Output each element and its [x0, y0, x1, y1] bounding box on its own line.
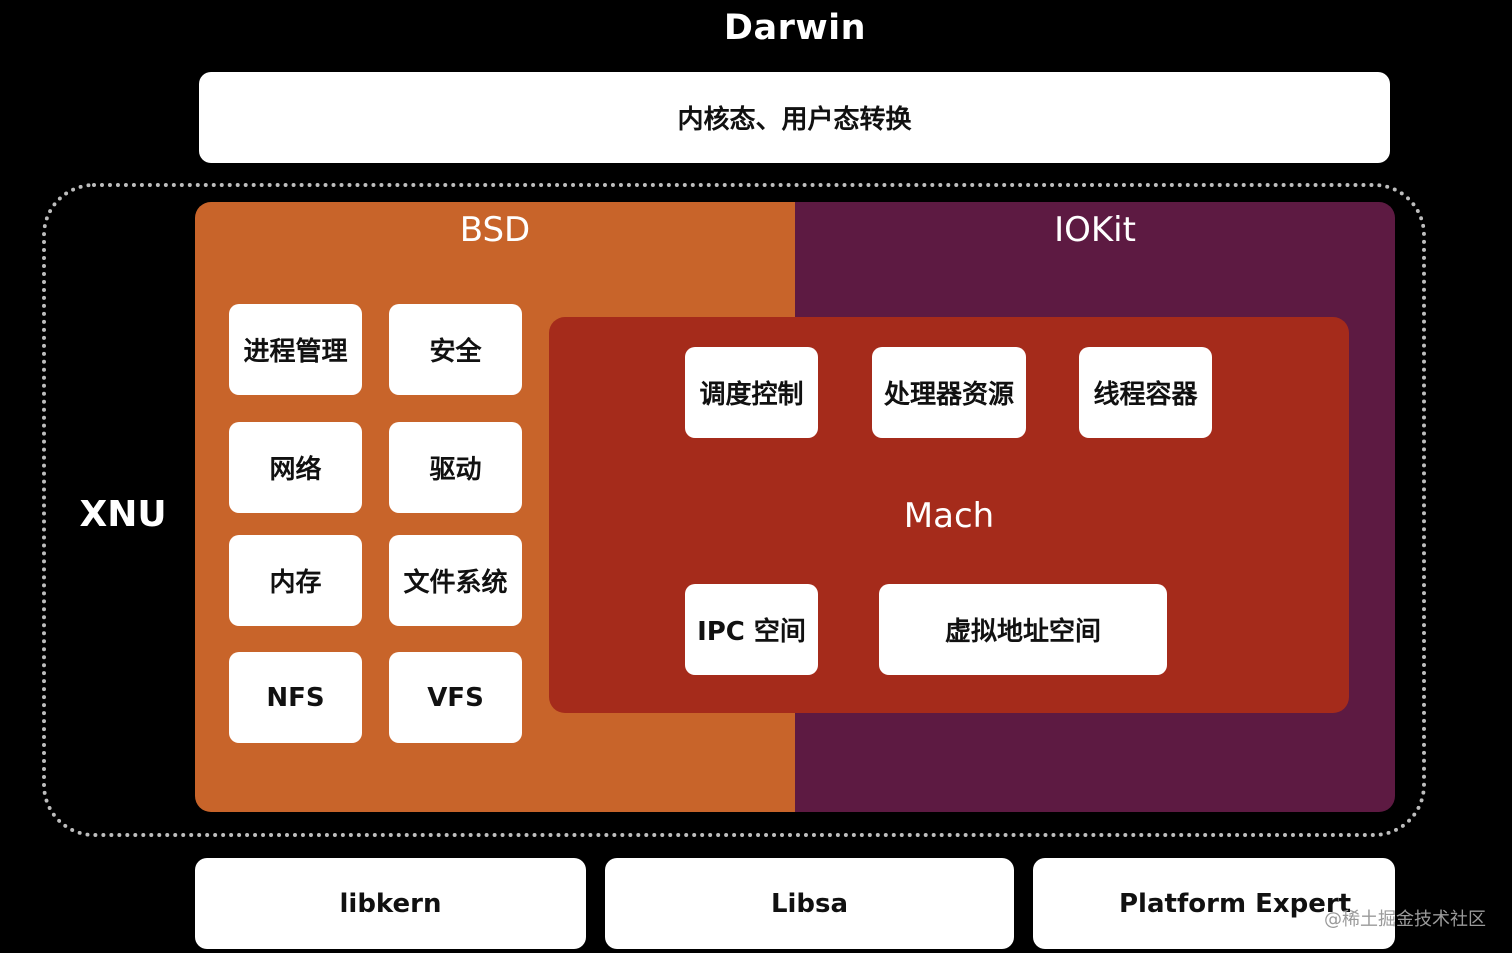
iokit-title: IOKit — [1054, 210, 1136, 250]
bsd-item-driver: 驱动 — [389, 422, 522, 513]
mach-item-processor-resources: 处理器资源 — [872, 347, 1026, 438]
xnu-label: XNU — [79, 494, 167, 535]
bsd-item-network: 网络 — [229, 422, 362, 513]
bsd-item-process-management: 进程管理 — [229, 304, 362, 395]
diagram-title: Darwin — [723, 8, 867, 48]
mach-item-ipc-space: IPC 空间 — [685, 584, 818, 675]
bsd-item-memory: 内存 — [229, 535, 362, 626]
library-libsa: Libsa — [605, 858, 1014, 949]
bsd-title: BSD — [459, 210, 531, 250]
mode-switch-bar: 内核态、用户态转换 — [199, 72, 1390, 163]
bsd-item-vfs: VFS — [389, 652, 522, 743]
bsd-item-nfs: NFS — [229, 652, 362, 743]
mach-label: Mach — [903, 496, 995, 536]
library-platform-expert: Platform Expert — [1033, 858, 1395, 949]
mach-item-virtual-address-space: 虚拟地址空间 — [879, 584, 1167, 675]
mach-item-thread-container: 线程容器 — [1079, 347, 1212, 438]
bsd-item-security: 安全 — [389, 304, 522, 395]
mach-item-scheduling: 调度控制 — [685, 347, 818, 438]
watermark: @稀土掘金技术社区 — [1324, 909, 1486, 930]
bsd-item-file-system: 文件系统 — [389, 535, 522, 626]
library-libkern: libkern — [195, 858, 586, 949]
xnu-boundary — [42, 183, 1426, 837]
